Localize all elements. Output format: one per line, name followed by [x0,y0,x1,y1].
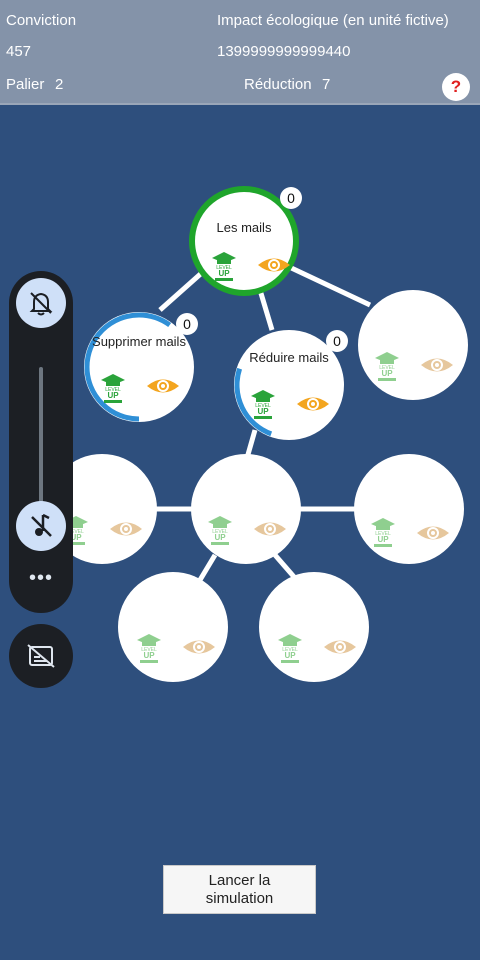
more-options-icon[interactable]: ••• [28,567,53,589]
svg-text:UP: UP [257,407,269,416]
launch-simulation-label-line1: Lancer la [208,872,271,889]
eye-icon[interactable] [296,395,330,413]
svg-text:UP: UP [143,651,155,660]
impact-label: Impact écologique (en unité fictive) [217,12,449,29]
eye-icon[interactable] [257,256,291,274]
edge [283,262,372,308]
svg-text:UP: UP [107,391,119,400]
impact-value: 1399999999999440 [217,43,351,60]
skill-node-locked[interactable]: LEVEL UP [354,454,464,564]
edge [244,429,258,459]
svg-text:UP: UP [377,535,389,544]
live-caption-button[interactable] [9,624,73,688]
skill-node-locked[interactable]: LEVEL UP [259,572,369,682]
svg-text:LEVEL: LEVEL [216,265,232,271]
bell-off-icon [29,292,53,316]
level-up-icon[interactable]: LEVEL UP [209,250,239,282]
skill-node-locked[interactable]: LEVEL UP [191,454,301,564]
help-icon: ? [450,77,462,96]
level-up-icon[interactable]: LEVEL UP [248,388,278,420]
svg-text:LEVEL: LEVEL [255,403,271,409]
eye-icon[interactable] [182,638,216,656]
eye-icon[interactable] [109,520,143,538]
palier-value: 2 [55,76,64,93]
level-up-icon[interactable]: LEVEL UP [205,514,235,546]
eye-icon[interactable] [323,638,357,656]
skill-node-reduire-mails[interactable]: Réduire mails LEVEL UP [234,330,344,440]
conviction-value: 457 [6,43,32,60]
svg-text:LEVEL: LEVEL [379,365,395,371]
notification-mute-button[interactable] [16,278,66,328]
skill-node-locked[interactable]: LEVEL UP [358,290,468,400]
node-count-badge: 0 [176,313,198,335]
reduction-label: Réduction [244,76,312,93]
node-label: Les mails [216,220,272,235]
svg-text:LEVEL: LEVEL [375,531,391,537]
level-up-icon[interactable]: LEVEL UP [134,632,164,664]
svg-text:LEVEL: LEVEL [68,529,84,535]
svg-text:LEVEL: LEVEL [282,647,298,653]
skill-node-locked[interactable]: LEVEL UP [118,572,228,682]
svg-text:UP: UP [214,533,226,542]
volume-panel: ••• [9,271,73,613]
launch-simulation-label-line2: simulation [205,890,274,907]
svg-text:UP: UP [218,269,230,278]
node-label: Réduire mails [249,350,329,365]
launch-simulation-button[interactable]: Lancer la simulation [163,865,316,914]
svg-text:UP: UP [70,533,82,542]
eye-icon[interactable] [416,524,450,542]
svg-text:LEVEL: LEVEL [105,387,121,393]
skill-node-supprimer-mails[interactable]: Supprimer mails LEVEL UP [84,312,194,422]
eye-icon[interactable] [420,356,454,374]
svg-text:UP: UP [284,651,296,660]
edge [273,553,297,580]
eye-icon[interactable] [146,377,180,395]
level-up-icon[interactable]: LEVEL UP [98,372,128,404]
stats-header: Conviction 457 Impact écologique (en uni… [0,0,480,105]
svg-text:LEVEL: LEVEL [141,647,157,653]
svg-text:LEVEL: LEVEL [212,529,228,535]
help-button[interactable]: ? [442,73,470,101]
level-up-icon[interactable]: LEVEL UP [275,632,305,664]
edge [257,289,275,331]
reduction-value: 7 [322,76,331,93]
edge [197,553,218,582]
palier-label: Palier [6,76,45,93]
node-label: Supprimer mails [92,334,186,349]
captions-off-icon [27,644,55,668]
edge [158,268,207,312]
level-up-icon[interactable]: LEVEL UP [372,350,402,382]
node-count-badge: 0 [280,187,302,209]
level-up-icon[interactable]: LEVEL UP [368,516,398,548]
svg-text:UP: UP [381,369,393,378]
volume-slider-track[interactable] [39,367,43,509]
progress-ring [234,330,344,440]
conviction-label: Conviction [6,12,77,29]
node-count-badge: 0 [326,330,348,352]
skill-node-les-mails[interactable]: Les mails LEVEL UP [189,186,299,296]
progress-ring [84,312,194,422]
music-off-icon [31,513,52,537]
eye-icon[interactable] [253,520,287,538]
media-mute-button[interactable] [16,501,66,551]
